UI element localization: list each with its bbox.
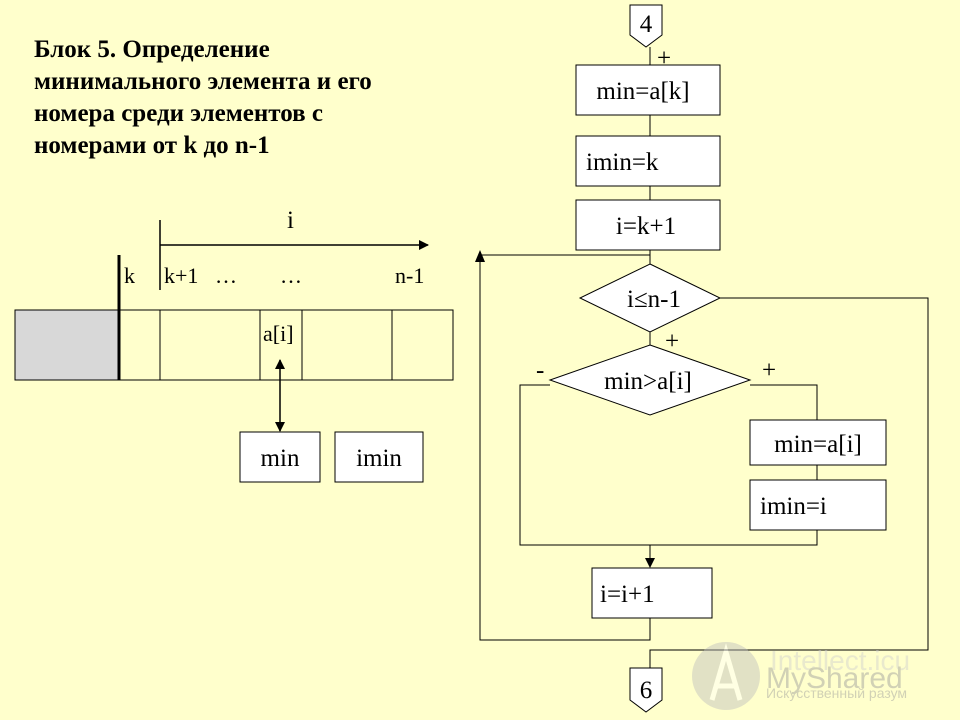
plus-loop: + — [665, 328, 679, 355]
block-i-k1-label: i=k+1 — [616, 213, 676, 240]
connector-top-label: 4 — [640, 11, 653, 38]
block-imin-k — [575, 135, 721, 187]
connector-bottom — [629, 667, 663, 713]
tick-k-plus-1: k+1 — [164, 263, 198, 288]
compare-label: min>a[i] — [604, 368, 692, 395]
watermark-logo-glyph — [709, 643, 743, 701]
block-min-ak-label: min=a[k] — [596, 78, 689, 105]
tick-n-minus-1: n-1 — [395, 263, 424, 288]
watermark-logo-icon — [692, 642, 760, 710]
connector-bottom-label: 6 — [640, 677, 653, 704]
compare-diamond — [548, 344, 752, 416]
true-branch-line — [750, 384, 818, 420]
imin-box — [334, 431, 424, 483]
min-box-label: min — [261, 445, 300, 472]
connector-top — [629, 4, 663, 48]
block-min-ai — [749, 419, 887, 466]
block-min-ai-label: min=a[i] — [774, 431, 862, 458]
block-i-increment-label: i=i+1 — [600, 581, 655, 608]
merge-line — [645, 530, 818, 568]
watermark-tagline: Искусственный разум — [766, 685, 907, 701]
watermark: Intellect.icu MyShared Искусственный раз… — [692, 642, 910, 710]
ellipsis-1: … — [215, 263, 237, 288]
loop-return-arrow — [475, 250, 485, 262]
cell-a-i-label: a[i] — [263, 321, 294, 346]
block-imin-i-label: imin=i — [760, 493, 827, 520]
block-min-ak — [575, 64, 721, 116]
watermark-brand: MyShared — [766, 662, 903, 695]
block-i-k1 — [575, 199, 721, 251]
watermark-faded-brand: Intellect.icu — [770, 645, 910, 676]
block-i-increment — [591, 567, 713, 619]
loop-return-line — [479, 254, 651, 641]
block-heading: Блок 5. Определение минимального элемент… — [34, 36, 372, 159]
processed-region — [14, 309, 120, 381]
plus-branch: + — [762, 357, 776, 384]
loop-exit-line — [649, 297, 929, 668]
array-diagram: i k k+1 … … n-1 a[i] min imin — [14, 207, 454, 483]
ellipsis-2: … — [280, 263, 302, 288]
min-box — [239, 431, 321, 483]
index-label: i — [287, 207, 294, 234]
false-branch-line — [519, 384, 650, 546]
flowchart: 4 + min=a[k] imin=k i=k+1 i≤n-1 + min>a[… — [475, 4, 929, 713]
imin-box-label: imin — [356, 445, 402, 472]
block-imin-k-label: imin=k — [586, 149, 659, 176]
block-imin-i — [749, 479, 887, 531]
loop-condition-label: i≤n-1 — [627, 286, 681, 313]
minus-branch: - — [536, 357, 544, 384]
tick-k: k — [124, 263, 135, 288]
